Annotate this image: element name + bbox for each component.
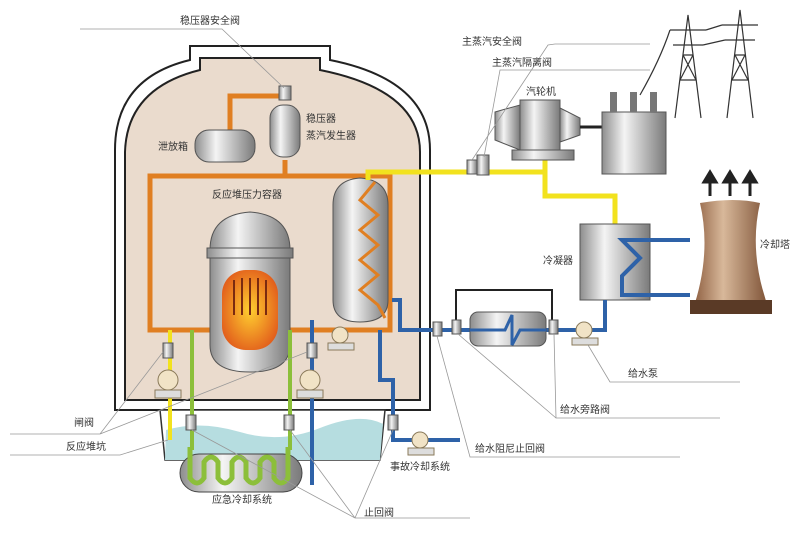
turbine <box>494 99 605 161</box>
pressurizer <box>269 104 301 158</box>
leader-lines <box>10 28 740 519</box>
power-pylons <box>639 9 758 119</box>
label-steam-generator: 蒸汽发生器 <box>306 131 356 142</box>
reactor-pit <box>159 409 386 461</box>
pumps <box>154 321 599 456</box>
main-steam-isolation-valve <box>476 154 490 176</box>
label-pressurizer-safety-valve: 稳压器安全阀 <box>180 16 240 27</box>
label-turbine: 汽轮机 <box>526 87 556 98</box>
label-check-valve: 止回阀 <box>364 508 394 519</box>
label-relief-tank: 泄放箱 <box>158 142 188 153</box>
feedwater-bypass-valve-right <box>548 319 559 335</box>
main-steam-safety-valve <box>466 159 478 175</box>
label-emergency-cooling-system: 应急冷却系统 <box>212 495 272 506</box>
label-reactor-pressure-vessel: 反应堆压力容器 <box>212 190 282 201</box>
label-cooling-tower: 冷却塔 <box>760 240 790 251</box>
label-main-steam-isolation-valve: 主蒸汽隔离阀 <box>492 58 552 69</box>
pressurizer-safety-valve <box>278 85 292 101</box>
condenser <box>579 223 651 301</box>
label-pressurizer: 稳压器 <box>306 114 336 125</box>
label-condenser: 冷凝器 <box>543 256 573 267</box>
feedwater-heater <box>469 311 547 347</box>
label-main-steam-safety-valve: 主蒸汽安全阀 <box>462 37 522 48</box>
label-gate-valve: 闸阀 <box>74 418 94 429</box>
label-feedwater-damping-check-valve: 给水阻尼止回阀 <box>475 444 545 455</box>
cooling-tower <box>690 169 772 314</box>
relief-tank <box>194 129 256 163</box>
label-reactor-pit: 反应堆坑 <box>66 442 106 453</box>
steam-generator <box>332 177 389 323</box>
reactor-pressure-vessel <box>206 211 294 373</box>
feedwater-damping-check-valve <box>432 321 443 337</box>
label-feedwater-bypass-valve: 给水旁路阀 <box>560 405 610 416</box>
feedwater-bypass-valve-left <box>451 319 462 335</box>
label-feedwater-pump: 给水泵 <box>628 369 658 380</box>
transformer <box>601 92 667 175</box>
label-accident-cooling-system: 事故冷却系统 <box>390 462 450 473</box>
